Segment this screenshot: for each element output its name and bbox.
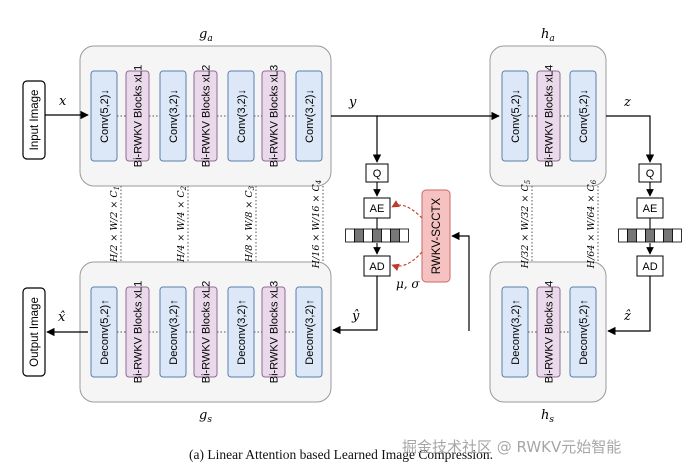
output-image-label: Output Image <box>29 297 41 367</box>
q-box-1-label: Q <box>373 168 382 180</box>
ga-block-2: Conv(3,2)↓ <box>159 70 187 162</box>
arrow-yhat <box>332 276 378 335</box>
dim-label-1: H/4 × W/4 × C2 <box>176 185 188 263</box>
ae-box-1-label: AE <box>370 203 385 215</box>
gs-block-5-label: Bi-RWKV Blocks xL3 <box>269 281 281 384</box>
ga-block-6-label: Conv(3,2)↓ <box>304 89 316 143</box>
ga-block-6: Conv(3,2)↓ <box>295 70 323 162</box>
arrow-y <box>331 115 382 163</box>
ga-block-3-label: Bi-RWKV Blocks xL2 <box>201 65 213 168</box>
dashed-arrow-ctx-ad <box>391 251 423 271</box>
gs-block-4: Deconv(3,2)↑ <box>227 286 255 378</box>
bit-cell <box>363 228 373 243</box>
figure-caption: (a) Linear Attention based Learned Image… <box>188 447 494 462</box>
gs-block-1-label: Bi-RWKV Blocks xL1 <box>133 281 145 384</box>
bit-cell <box>672 228 682 243</box>
ha-block-1: Bi-RWKV Blocks xL4 <box>536 65 561 168</box>
ha-title: ha <box>541 27 555 44</box>
ga-block-5-label: Bi-RWKV Blocks xL3 <box>269 65 281 168</box>
arrow-zhat <box>607 276 651 336</box>
watermark: 掘金技术社区 @ RWKV元始智能 <box>402 438 622 456</box>
bitstream-z <box>618 228 682 243</box>
ga-block-0-label: Conv(5,2)↓ <box>99 89 111 143</box>
gs-block-0: Deconv(5,2)↑ <box>90 286 118 378</box>
ga-title: ga <box>199 27 213 44</box>
label-z: z <box>623 95 631 110</box>
ha-block-2-label: Conv(5,2)↓ <box>578 89 590 143</box>
bit-cell <box>627 228 637 243</box>
dim-label-4: H/32 × W/32 × C5 <box>520 179 532 269</box>
dim-label-0: H/2 × W/2 × C1 <box>109 186 121 263</box>
gs-block-4-label: Deconv(3,2)↑ <box>236 299 248 364</box>
architecture-diagram: ga gs ha hs Input Image Output Image Con… <box>22 27 682 425</box>
gs-block-0-label: Deconv(5,2)↑ <box>99 299 111 364</box>
bit-cell <box>663 228 673 243</box>
gs-block-6-label: Deconv(3,2)↑ <box>304 299 316 364</box>
label-xhat: x̂ <box>58 310 66 325</box>
ga-block-2-label: Conv(3,2)↓ <box>168 89 180 143</box>
hs-block-1: Bi-RWKV Blocks xL4 <box>536 281 561 384</box>
gs-block-3-label: Bi-RWKV Blocks xL2 <box>201 281 213 384</box>
ga-block-1-label: Bi-RWKV Blocks xL1 <box>133 65 145 168</box>
label-yhat: ŷ <box>351 309 360 324</box>
bit-cell <box>354 228 364 243</box>
ha-block-1-label: Bi-RWKV Blocks xL4 <box>544 65 556 168</box>
input-image-box <box>22 80 46 160</box>
bit-cell <box>654 228 664 243</box>
gs-block-5: Bi-RWKV Blocks xL3 <box>261 281 286 384</box>
ga-block-5: Bi-RWKV Blocks xL3 <box>261 65 286 168</box>
q-box-2-label: Q <box>646 168 655 180</box>
hs-title: hs <box>541 408 554 425</box>
label-zhat: ẑ <box>623 309 631 324</box>
arrow-z <box>606 115 655 163</box>
ga-block-1: Bi-RWKV Blocks xL1 <box>125 65 150 168</box>
bit-cell <box>372 228 382 243</box>
ha-block-0-label: Conv(5,2)↓ <box>510 89 522 143</box>
bit-cell <box>618 228 628 243</box>
arrow-hs-to-ctx <box>451 231 470 331</box>
dim-label-3: H/16 × W/16 × C4 <box>311 180 323 269</box>
ga-block-3: Bi-RWKV Blocks xL2 <box>193 65 218 168</box>
ha-block-2: Conv(5,2)↓ <box>569 70 597 162</box>
rwkv-scctx-label: RWKV-SCCTX <box>431 197 443 274</box>
gs-block-6: Deconv(3,2)↑ <box>295 286 323 378</box>
ga-block-4: Conv(3,2)↓ <box>227 70 255 162</box>
ga-block-0: Conv(5,2)↓ <box>90 70 118 162</box>
gs-block-2-label: Deconv(3,2)↑ <box>168 299 180 364</box>
ad-box-1-label: AD <box>369 261 384 273</box>
ae-box-2-label: AE <box>643 203 658 215</box>
bit-cell <box>381 228 391 243</box>
label-y: y <box>348 95 357 110</box>
gs-block-2: Deconv(3,2)↑ <box>159 286 187 378</box>
label-mu-sigma: μ, σ <box>396 277 420 291</box>
gs-block-1: Bi-RWKV Blocks xL1 <box>125 281 150 384</box>
dashed-arrow-ctx-ae <box>391 200 423 219</box>
ad-box-2-label: AD <box>642 261 657 273</box>
bit-cell <box>399 228 409 243</box>
bit-cell <box>390 228 400 243</box>
dim-label-2: H/8 × W/8 × C3 <box>244 185 256 263</box>
hs-block-2-label: Deconv(5,2)↑ <box>578 299 590 364</box>
dim-label-5: H/64 × W/64 × C6 <box>586 179 598 269</box>
hs-block-1-label: Bi-RWKV Blocks xL4 <box>544 281 556 384</box>
hs-block-2: Deconv(5,2)↑ <box>569 286 597 378</box>
input-image-label: Input Image <box>29 90 41 151</box>
ha-block-0: Conv(5,2)↓ <box>501 70 529 162</box>
bit-cell <box>345 228 355 243</box>
bit-cell <box>636 228 646 243</box>
gs-block-3: Bi-RWKV Blocks xL2 <box>193 281 218 384</box>
hs-block-0-label: Deconv(3,2)↑ <box>510 299 522 364</box>
label-x: x <box>59 94 67 109</box>
bitstream-y <box>345 228 409 243</box>
gs-title: gs <box>199 408 212 425</box>
output-image-box <box>22 287 46 377</box>
hs-block-0: Deconv(3,2)↑ <box>501 286 529 378</box>
bit-cell <box>645 228 655 243</box>
rwkv-scctx-box <box>421 189 451 283</box>
ga-block-4-label: Conv(3,2)↓ <box>236 89 248 143</box>
